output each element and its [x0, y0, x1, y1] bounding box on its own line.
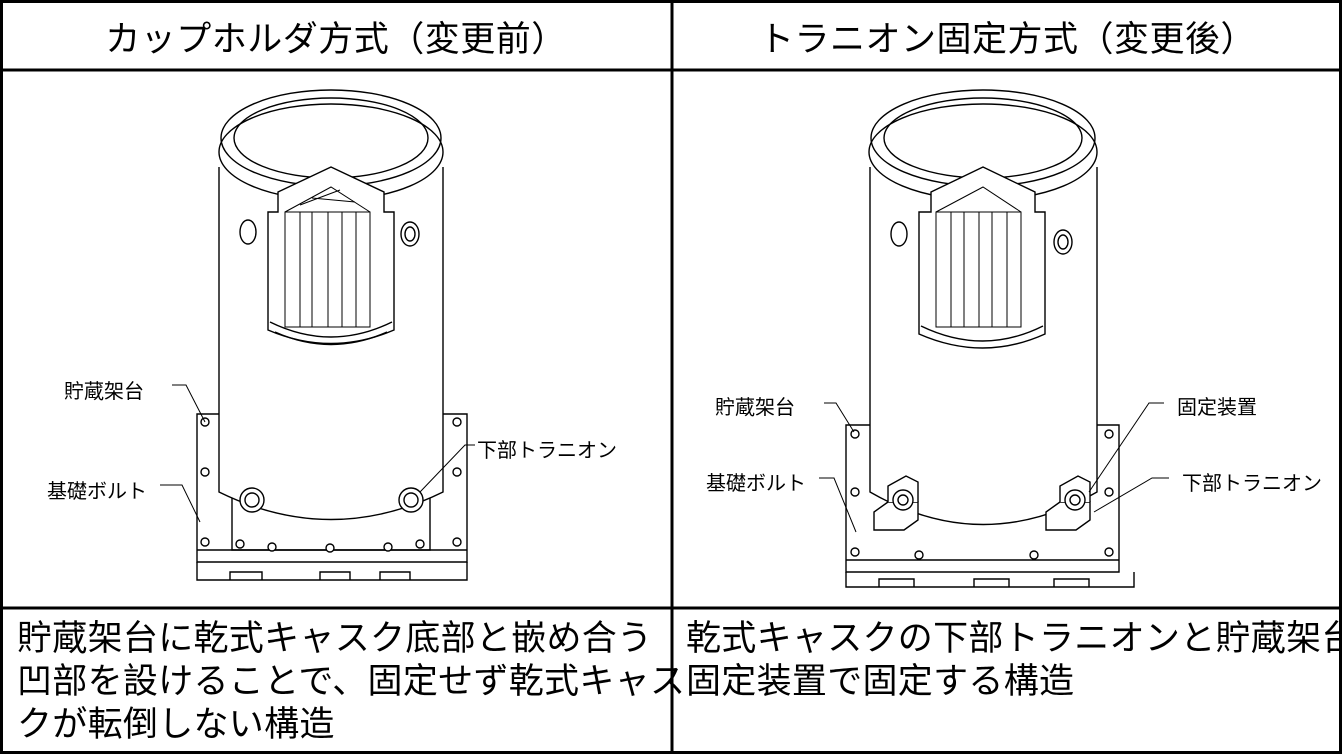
- right-column-header: トラニオン固定方式（変更後）: [758, 19, 1256, 60]
- right-description-line: 乾式キャスクの下部トラニオンと貯蔵架台を: [686, 619, 1342, 659]
- trunnion-fixed-cask-drawing: [819, 89, 1169, 588]
- left-description-line: クが転倒しない構造: [17, 705, 335, 745]
- left-description-line: 貯蔵架台に乾式キャスク底部と嵌め合う: [17, 619, 653, 659]
- left-storage-stand-label: 貯蔵架台: [64, 379, 144, 403]
- left-foundation-bolt-label: 基礎ボルト: [47, 479, 147, 503]
- cup-holder-cask-drawing: [160, 89, 475, 581]
- right-description: 乾式キャスクの下部トラニオンと貯蔵架台を 固定装置で固定する構造: [686, 618, 1342, 704]
- left-lower-trunnion-label: 下部トラニオン: [477, 438, 617, 462]
- right-fixing-device-label: 固定装置: [1177, 395, 1257, 419]
- left-description: 貯蔵架台に乾式キャスク底部と嵌め合う 凹部を設けることで、固定せず乾式キャス ク…: [17, 618, 685, 747]
- left-column-header: カップホルダ方式（変更前）: [105, 19, 567, 60]
- right-lower-trunnion-label: 下部トラニオン: [1182, 471, 1322, 495]
- right-foundation-bolt-label: 基礎ボルト: [706, 471, 806, 495]
- left-description-line: 凹部を設けることで、固定せず乾式キャス: [17, 662, 686, 702]
- right-storage-stand-label: 貯蔵架台: [715, 395, 795, 419]
- right-description-line: 固定装置で固定する構造: [686, 662, 1075, 702]
